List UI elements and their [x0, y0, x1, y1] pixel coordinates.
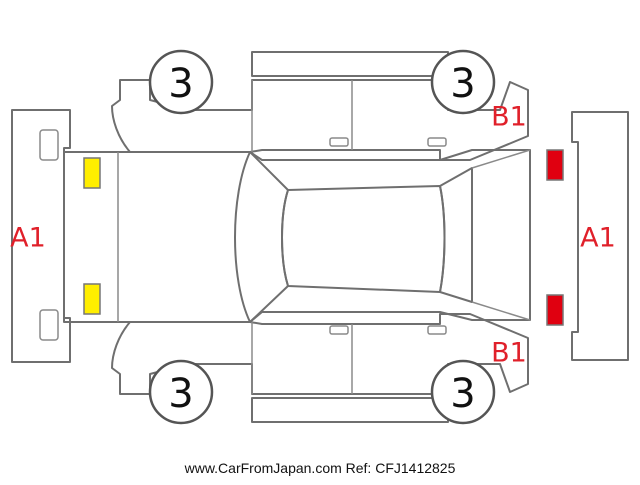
wheel-rear-left: 3 [430, 49, 496, 115]
damage-code-rear-right: B1 [491, 338, 527, 369]
rear-light-marker-lower [546, 294, 564, 326]
damage-code-rear-left: B1 [491, 102, 527, 133]
roof-top-view [63, 149, 531, 323]
wheel-grade: 3 [450, 371, 475, 417]
watermark-footer: www.CarFromJapan.com Ref: CFJ1412825 [184, 460, 456, 476]
wheel-grade: 3 [450, 61, 475, 107]
rear-light-marker-upper [546, 149, 564, 181]
damage-code-front-bumper: A1 [10, 223, 46, 254]
rear-bumper [571, 111, 629, 361]
front-light-marker-upper [83, 157, 101, 189]
wheel-grade: 3 [168, 371, 193, 417]
wheel-rear-right: 3 [430, 359, 496, 425]
wheel-front-right: 3 [148, 359, 214, 425]
wheel-grade: 3 [168, 61, 193, 107]
damage-code-rear-bumper: A1 [580, 223, 616, 254]
front-light-marker-lower [83, 283, 101, 315]
wheel-front-left: 3 [148, 49, 214, 115]
